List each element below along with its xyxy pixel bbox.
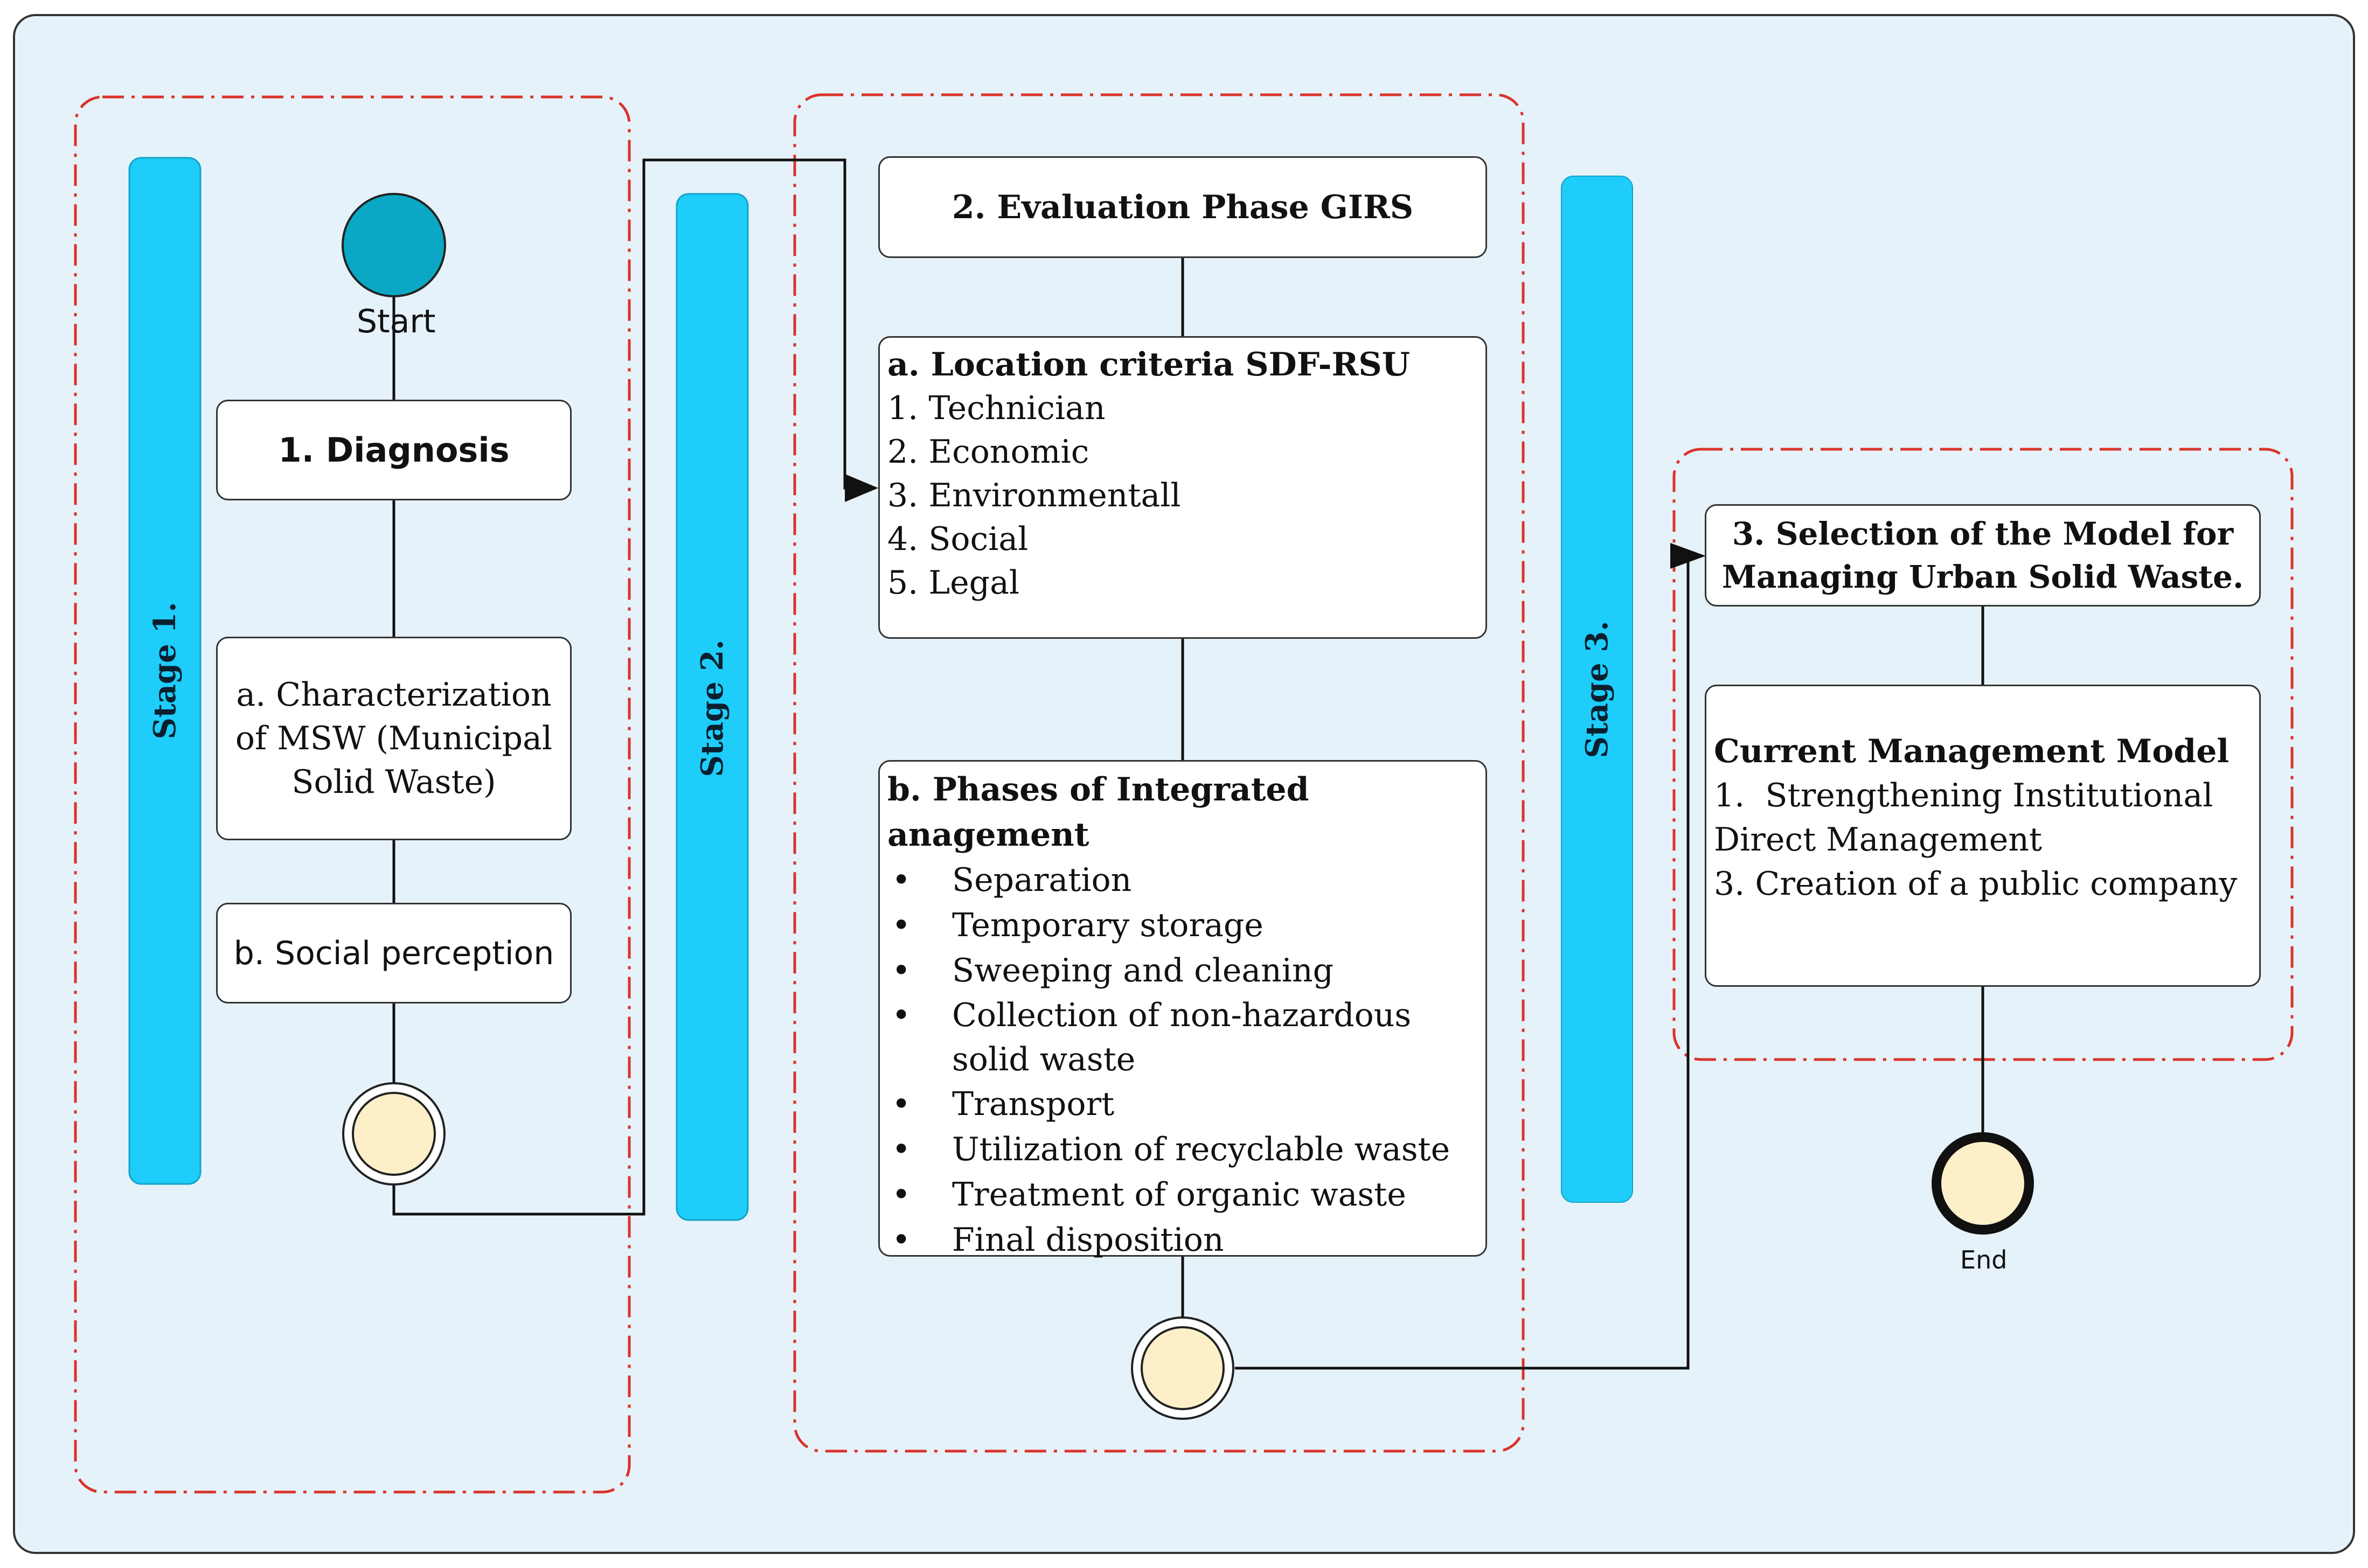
start-label: Start	[357, 303, 436, 340]
diagnosis-title: 1. Diagnosis	[278, 430, 510, 470]
stage2-bar	[676, 193, 749, 1221]
current-model-line: 1. Strengthening Institutional	[1714, 777, 2213, 814]
characterization-line-2: of MSW (Municipal	[235, 719, 553, 757]
current-model-line: 3. Creation of a public company	[1714, 865, 2238, 903]
stage1-bar	[128, 157, 202, 1185]
stage1-end-event-inner	[352, 1092, 436, 1176]
stage3-label: Stage 3.	[1579, 621, 1615, 758]
current-model-title: Current Management Model	[1714, 733, 2230, 770]
arrowhead-stage3	[1670, 543, 1706, 569]
arrowhead-stage2	[845, 474, 878, 502]
location-criteria-item: 3. Environmentall	[887, 477, 1181, 514]
evaluation-phase-title: 2. Evaluation Phase GIRS	[952, 188, 1414, 226]
selection-model-box: 3. Selection of the Model for Managing U…	[1705, 504, 2261, 607]
location-criteria-item: 1. Technician	[887, 389, 1106, 427]
selection-model-line-1: 3. Selection of the Model for	[1732, 515, 2234, 552]
phases-title: b. Phases of Integrated anagement	[887, 771, 1309, 854]
start-event-circle	[342, 193, 446, 297]
phase-item: Temporary storage	[887, 903, 1485, 948]
stage2-end-event-inner	[1141, 1326, 1225, 1410]
characterization-box: a. Characterization of MSW (Municipal So…	[216, 637, 572, 840]
phase-item: Sweeping and cleaning	[887, 948, 1485, 993]
phases-list: Separation Temporary storage Sweeping an…	[887, 858, 1485, 1263]
phases-integrated-management-box: b. Phases of Integrated anagement Separa…	[878, 760, 1487, 1263]
location-criteria-item: 5. Legal	[887, 564, 1020, 602]
phase-item: Transport	[887, 1082, 1485, 1127]
stage2-label: Stage 2.	[695, 639, 730, 777]
end-event-circle	[1932, 1132, 2034, 1235]
current-model-line: Direct Management	[1714, 821, 2042, 859]
stage2-container	[793, 93, 1525, 1453]
current-management-model-box: Current Management Model 1. Strengthenin…	[1705, 685, 2261, 987]
stage1-label: Stage 1.	[147, 602, 183, 740]
diagnosis-box: 1. Diagnosis	[216, 400, 572, 500]
selection-model-line-2: Managing Urban Solid Waste.	[1721, 559, 2244, 595]
phase-item: Collection of non-hazardous solid waste	[887, 993, 1415, 1082]
social-perception-title: b. Social perception	[233, 934, 554, 972]
stage1-container	[74, 95, 631, 1494]
phase-item: Utilization of recyclable waste	[887, 1127, 1485, 1172]
end-label: End	[1960, 1245, 2008, 1274]
location-criteria-title: a. Location criteria SDF-RSU	[887, 346, 1410, 384]
phase-item: Treatment of organic waste	[887, 1172, 1485, 1217]
phase-item: Separation	[887, 858, 1485, 903]
characterization-line-1: a. Characterization	[236, 675, 552, 714]
stage3-bar	[1561, 176, 1633, 1203]
characterization-line-3: Solid Waste)	[291, 763, 496, 801]
location-criteria-item: 4. Social	[887, 520, 1029, 558]
evaluation-phase-box: 2. Evaluation Phase GIRS	[878, 156, 1487, 258]
location-criteria-box: a. Location criteria SDF-RSU 1. Technici…	[878, 336, 1487, 639]
social-perception-box: b. Social perception	[216, 903, 572, 1003]
phase-item: Final disposition	[887, 1217, 1485, 1263]
location-criteria-item: 2. Economic	[887, 433, 1089, 471]
